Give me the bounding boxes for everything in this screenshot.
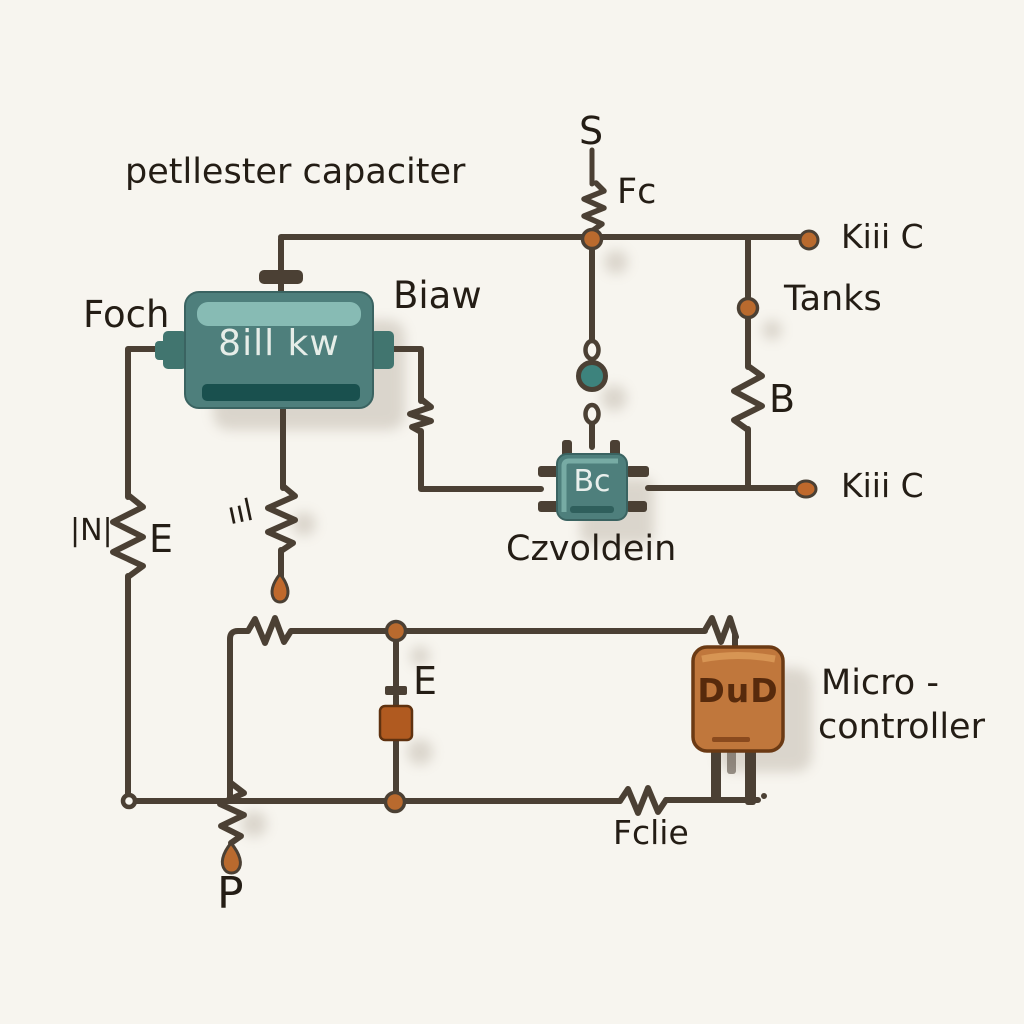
label-inductor-fc: Fc	[617, 172, 657, 212]
ic-box-bevel	[561, 458, 618, 512]
resistor-e-left-zigzag	[110, 492, 146, 580]
label-rail-top: Kiii C	[841, 217, 924, 256]
label-tanks: Tanks	[784, 279, 882, 319]
wire-end-tick	[761, 793, 767, 799]
main-box-stripe	[202, 384, 360, 401]
right-terminal	[370, 331, 394, 369]
left-branch-wire	[125, 346, 171, 802]
ic-component-box	[538, 440, 649, 521]
label-port-foch: Foch	[83, 293, 170, 336]
nodes	[120, 227, 820, 875]
top-terminal-bar	[259, 270, 303, 284]
mcu-pin-mid	[727, 748, 736, 774]
main-box-highlight	[197, 302, 361, 326]
capacitor-component	[378, 686, 414, 742]
mcu-input-zigzag	[702, 615, 739, 645]
label-terminal-p: P	[217, 868, 244, 919]
mcu-component-box	[691, 645, 785, 805]
inductor-fc-coil	[581, 180, 607, 234]
terminal-top-right	[798, 229, 820, 251]
left-terminal	[163, 331, 187, 369]
label-mcu-caption-1: Micro -	[821, 663, 939, 703]
junction-lower-bottom	[383, 790, 407, 814]
ic-box-stripe	[570, 506, 614, 513]
resistor-fclie-zigzag	[617, 785, 669, 816]
ic-box-body	[556, 453, 628, 521]
terminal-drop-mid	[270, 571, 290, 604]
mid-resistor-zigzag	[265, 483, 298, 554]
label-capacitor-e: E	[413, 659, 438, 703]
mcu-pin-right	[745, 748, 756, 805]
indicator-lamp	[576, 360, 608, 392]
lower-left-zigzag	[245, 615, 294, 646]
junction-lower-top	[384, 619, 408, 643]
biaw-squiggle	[407, 396, 434, 435]
label-ic-caption: Czvoldein	[506, 529, 677, 569]
wires	[110, 147, 811, 846]
label-resistor-b: B	[769, 377, 796, 421]
mcu-box-body	[691, 645, 785, 753]
diagram-title: petllester capaciter	[125, 152, 466, 192]
indicator-chain	[576, 338, 608, 426]
mcu-box-bevel	[701, 652, 776, 663]
terminal-drop-p	[220, 840, 242, 875]
resistor-p-zigzag	[217, 780, 247, 846]
label-rail-mid: Kiii C	[841, 466, 924, 505]
bead-bottom	[583, 402, 601, 426]
label-resistor-e-left: E	[149, 517, 174, 561]
capacitor-body	[378, 704, 414, 742]
label-port-biaw: Biaw	[393, 274, 482, 317]
resistor-b-zigzag	[731, 363, 765, 433]
terminal-mid-right	[794, 479, 818, 499]
label-resistor-fclie: Fclie	[613, 813, 689, 852]
lower-loop-wire	[227, 628, 738, 802]
right-branch-wire	[388, 346, 544, 492]
junction-tanks	[736, 296, 760, 320]
label-source-s: S	[579, 109, 604, 153]
label-mcu-caption-2: controller	[818, 707, 985, 747]
mcu-box-stripe	[712, 737, 750, 742]
bead-top	[583, 338, 601, 362]
mcu-pin-left	[711, 748, 721, 802]
main-component-box	[155, 270, 394, 409]
junction-top	[580, 227, 604, 251]
capacitor-plate	[385, 686, 407, 695]
label-marks-left: |N|	[70, 513, 113, 548]
corner-loop	[120, 792, 138, 810]
